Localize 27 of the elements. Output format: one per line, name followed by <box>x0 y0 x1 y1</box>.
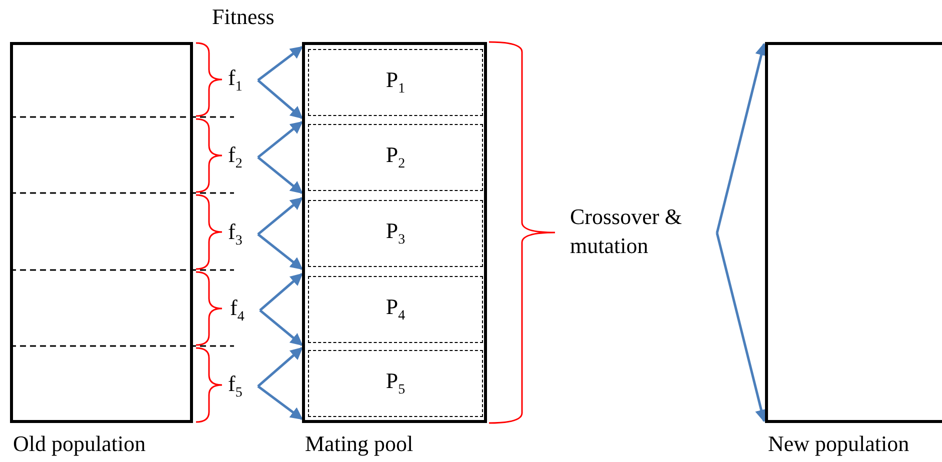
individual-box: P$_{2}$ <box>308 124 483 191</box>
individual-box: P$_{1}$ <box>308 49 483 116</box>
arrow <box>716 232 768 422</box>
arrow <box>257 79 303 119</box>
arrow <box>257 121 303 158</box>
heading-label: Fitness <box>212 4 274 30</box>
individual-box: P$_{3}$ <box>308 200 483 267</box>
process-label: Crossover & mutation <box>570 203 715 263</box>
individual-box: P$_{5}$ <box>308 350 483 417</box>
arrow <box>257 156 303 194</box>
fitness-label: f$_{1}$ <box>228 64 256 97</box>
arrow <box>259 273 303 312</box>
fitness-label: f$_{4}$ <box>230 294 258 327</box>
fitness-label: f$_{3}$ <box>228 218 256 251</box>
box-title: Mating pool <box>305 431 414 457</box>
fitness-label: f$_{2}$ <box>228 141 256 174</box>
box-title: Old population <box>13 431 146 457</box>
individual-box: P$_{4}$ <box>308 276 483 343</box>
fitness-label: f$_{5}$ <box>228 370 256 403</box>
box-title: New population <box>768 431 910 457</box>
arrow <box>257 385 303 420</box>
arrow <box>257 197 303 236</box>
arrow <box>259 309 303 346</box>
arrow <box>257 46 303 82</box>
arrow <box>716 42 768 234</box>
arrow <box>257 233 303 270</box>
arrow <box>257 347 303 388</box>
